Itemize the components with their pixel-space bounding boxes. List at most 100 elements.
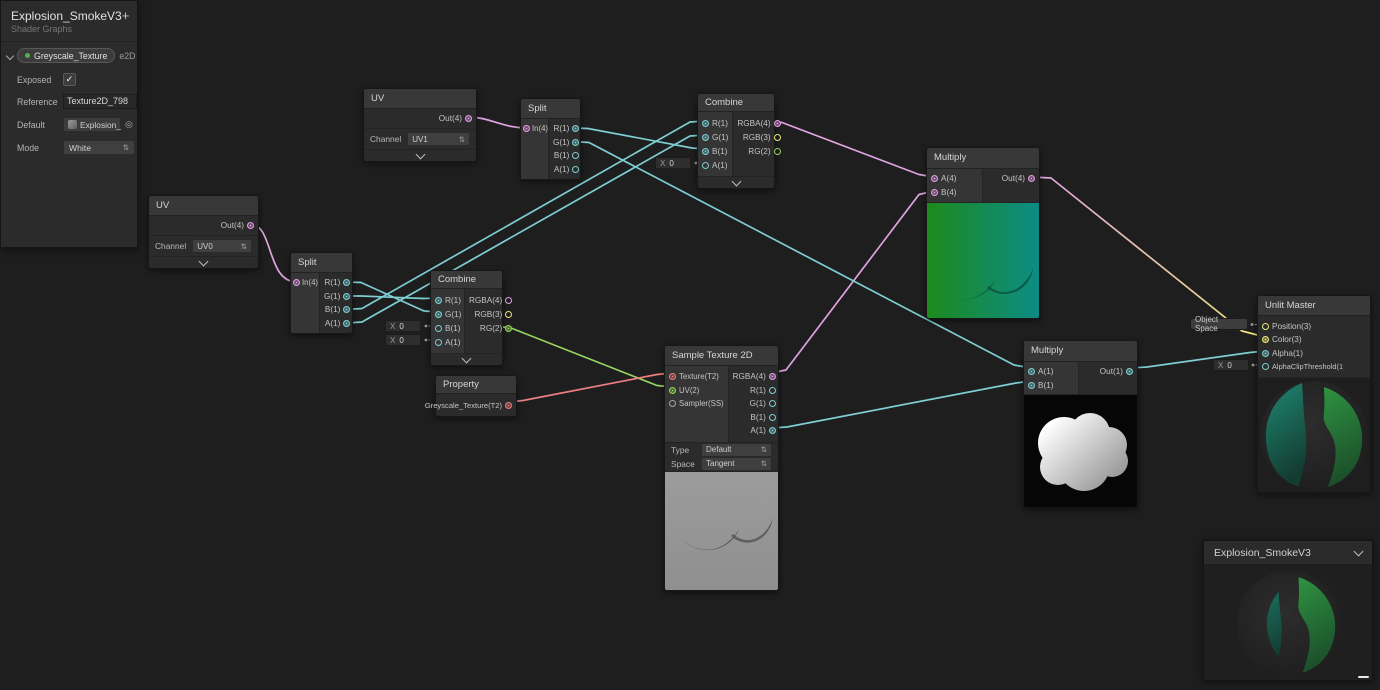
port-a[interactable]: [931, 175, 938, 183]
port-b[interactable]: [768, 413, 776, 421]
port-r[interactable]: [768, 386, 776, 394]
port-rg[interactable]: [505, 324, 513, 332]
property-pill[interactable]: Greyscale_Texture: [17, 48, 116, 63]
port-a[interactable]: [343, 319, 351, 327]
node-title: Multiply: [927, 148, 1039, 169]
port-sampler[interactable]: [669, 400, 676, 408]
port-b[interactable]: [435, 324, 442, 332]
port-alphaclipthreshold[interactable]: [1262, 363, 1269, 371]
port-texture-out[interactable]: [505, 401, 512, 409]
port-b[interactable]: [702, 147, 709, 155]
exposed-label: Exposed: [17, 74, 52, 85]
port-out[interactable]: [1126, 368, 1133, 376]
wire-sample-rgba-multiply1-b[interactable]: [770, 190, 935, 374]
port-in-vector4[interactable]: [523, 125, 530, 133]
port-color[interactable]: [1262, 336, 1269, 344]
wire-combine1-multiply1-a[interactable]: [765, 120, 935, 178]
reference-label: Reference: [17, 96, 58, 107]
blackboard-panel[interactable]: Explosion_SmokeV3 + Shader Graphs Greysc…: [0, 0, 138, 248]
port-out-vector4[interactable]: [247, 222, 254, 229]
port-g[interactable]: [343, 292, 351, 300]
port-rgba[interactable]: [505, 296, 513, 304]
type-dropdown[interactable]: Default ⇅: [701, 442, 772, 457]
space-dropdown[interactable]: Tangent ⇅: [701, 456, 772, 471]
dropdown-arrows-icon: ⇅: [760, 459, 767, 468]
port-r[interactable]: [702, 119, 709, 127]
wire-combine0-rg-sample-uv[interactable]: [494, 325, 673, 388]
port-a[interactable]: [1028, 368, 1035, 376]
port-b[interactable]: [1028, 381, 1035, 389]
object-picker-icon[interactable]: ◎: [125, 119, 133, 129]
port-g[interactable]: [702, 133, 709, 141]
reference-input[interactable]: Texture2D_798: [63, 94, 137, 109]
dropdown-arrows-icon: ⇅: [458, 134, 465, 144]
mode-dropdown[interactable]: White ⇅: [63, 140, 135, 155]
node-property[interactable]: Property Greyscale_Texture(T2): [425, 375, 517, 417]
channel-dropdown[interactable]: UV1 ⇅: [407, 132, 470, 146]
wire-property-sample-texture[interactable]: [507, 372, 673, 403]
port-r[interactable]: [435, 296, 442, 304]
port-a[interactable]: [435, 338, 442, 346]
wire-multiply1-master-color[interactable]: [1031, 176, 1266, 338]
port-alpha[interactable]: [1262, 349, 1269, 357]
main-preview-panel[interactable]: Explosion_SmokeV3: [1203, 540, 1373, 680]
port-b[interactable]: [343, 306, 351, 314]
node-sample-texture-2d[interactable]: Sample Texture 2D Texture(T2) UV(2) Samp…: [664, 345, 779, 591]
add-property-button[interactable]: +: [121, 8, 130, 23]
port-a[interactable]: [572, 165, 580, 173]
port-r[interactable]: [343, 279, 351, 287]
wire-sample-a-multiply2-b[interactable]: [770, 380, 1032, 429]
node-title: Combine: [698, 94, 774, 112]
mode-label: Mode: [17, 142, 40, 153]
node-multiply-top[interactable]: Multiply A(4) B(4) Out(4): [926, 147, 1040, 319]
port-texture[interactable]: [669, 373, 676, 381]
port-r[interactable]: [572, 125, 580, 133]
collapse-chevron[interactable]: [431, 353, 502, 365]
port-in-vector4[interactable]: [293, 279, 300, 287]
collapse-chevron[interactable]: [149, 256, 258, 268]
port-rgb[interactable]: [505, 310, 513, 318]
port-uv[interactable]: [669, 386, 676, 394]
position-space-dropdown[interactable]: Object Space: [1190, 315, 1248, 333]
collapse-chevron[interactable]: [1353, 546, 1364, 557]
port-rgba[interactable]: [768, 373, 776, 381]
node-title: Property: [436, 376, 516, 394]
port-rgb[interactable]: [773, 133, 781, 141]
port-rgba[interactable]: [773, 119, 781, 127]
node-combine-top[interactable]: Combine R(1) G(1) B(1) A(1) RGBA(4) RGB(…: [697, 93, 781, 189]
node-uv-bottom[interactable]: UV Out(4) Channel UV0 ⇅: [148, 195, 259, 269]
default-texture-field[interactable]: Explosion_: [63, 117, 121, 132]
channel-dropdown[interactable]: UV0 ⇅: [192, 239, 252, 253]
port-b[interactable]: [931, 188, 938, 196]
port-out-vector4[interactable]: [465, 115, 472, 122]
collapse-chevron[interactable]: [698, 176, 774, 188]
port-position[interactable]: [1262, 322, 1269, 330]
resize-handle[interactable]: [1358, 675, 1369, 678]
port-a[interactable]: [702, 161, 709, 169]
port-g[interactable]: [572, 138, 580, 146]
node-preview: [927, 202, 1039, 318]
port-out[interactable]: [1028, 175, 1035, 183]
port-g[interactable]: [435, 310, 442, 318]
node-unlit-master[interactable]: Unlit Master Position(3) Color(3) Alpha(…: [1257, 295, 1371, 493]
property-expand-chevron-icon[interactable]: [5, 51, 15, 60]
node-multiply-bottom[interactable]: Multiply A(1) B(1) Out(1): [1023, 340, 1138, 508]
texture-thumbnail: [68, 120, 77, 129]
exposed-checkbox[interactable]: ✓: [63, 73, 76, 86]
port-b[interactable]: [572, 152, 580, 160]
port-rg[interactable]: [773, 147, 781, 155]
port-a[interactable]: [768, 427, 776, 435]
node-split-bottom[interactable]: Split In(4) R(1) G(1) B(1) A(1): [290, 252, 353, 334]
node-uv-top[interactable]: UV Out(4) Channel UV1 ⇅: [363, 88, 477, 162]
dropdown-arrows-icon: ⇅: [760, 445, 767, 454]
node-split-top[interactable]: Split In(4) R(1) G(1) B(1) A(1): [520, 98, 581, 180]
collapse-chevron[interactable]: [364, 149, 476, 161]
port-g[interactable]: [768, 400, 776, 408]
node-combine-bottom[interactable]: Combine R(1) G(1) B(1) A(1) RGBA(4) RGB(…: [430, 270, 513, 366]
wire-split1-g-multiply2-a[interactable]: [573, 140, 1032, 369]
